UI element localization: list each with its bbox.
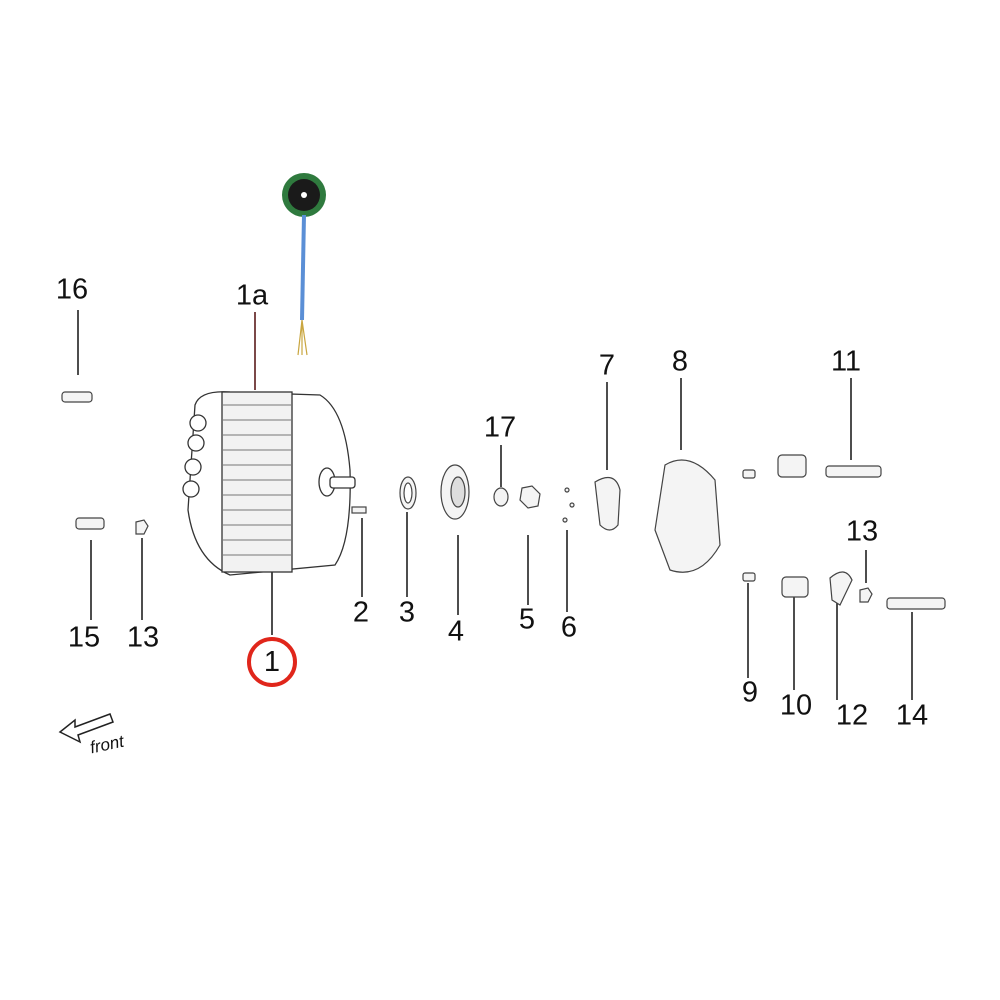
part-label-14: 14: [895, 699, 929, 732]
part-label-17: 17: [483, 411, 517, 444]
leader-lines: [77, 310, 913, 700]
part-label-13-right: 13: [845, 515, 879, 548]
part-label-11: 11: [830, 345, 862, 378]
motor: [182, 391, 356, 576]
part-label-6: 6: [560, 611, 578, 644]
part-label-1a: 1a: [235, 279, 269, 312]
part-label-4: 4: [447, 615, 465, 648]
part-label-2: 2: [352, 596, 370, 629]
part-label-15: 15: [67, 621, 101, 654]
part-label-16: 16: [55, 273, 89, 306]
part-label-8: 8: [671, 345, 689, 378]
part-label-12: 12: [835, 699, 869, 732]
part-label-1-highlighted: 1: [247, 637, 297, 687]
part-label-3: 3: [398, 596, 416, 629]
part-label-5: 5: [518, 603, 536, 636]
part-label-13-left: 13: [126, 621, 160, 654]
small-parts: [61, 391, 946, 610]
speed-sensor: [282, 173, 326, 356]
front-arrow-icon: [58, 713, 114, 744]
part-label-10: 10: [779, 689, 813, 722]
part-label-9: 9: [741, 676, 759, 709]
part-label-7: 7: [598, 349, 616, 382]
